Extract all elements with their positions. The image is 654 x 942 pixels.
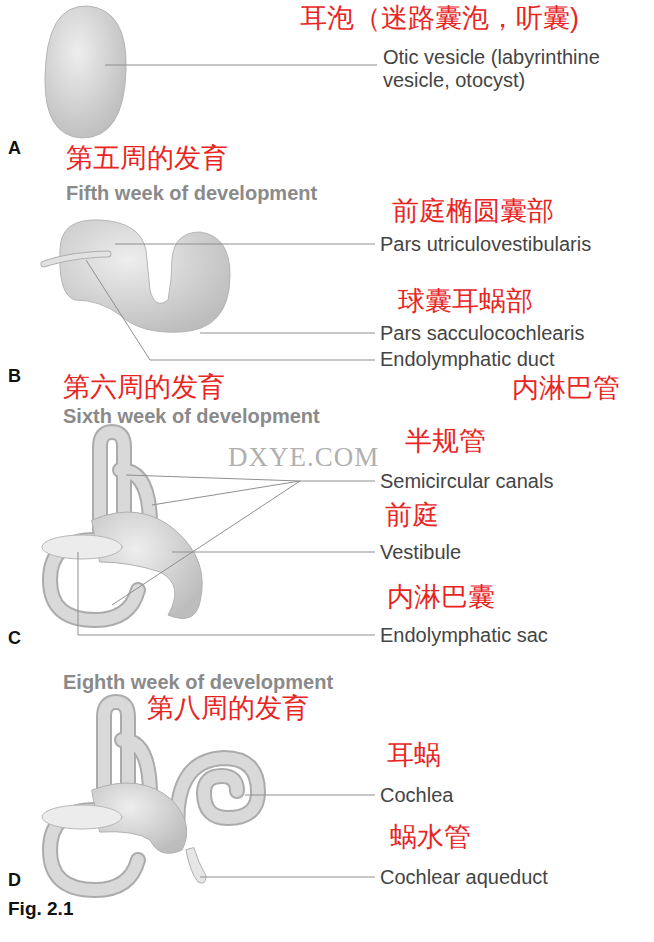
- eighth-week-labyrinth: [42, 702, 258, 890]
- part-label: Pars utriculovestibularis: [380, 233, 591, 256]
- watermark: DXYE.COM: [228, 442, 379, 473]
- part-label: Semicircular canals: [380, 470, 553, 493]
- figure-caption: Fig. 2.1: [8, 898, 73, 920]
- panel-letter: C: [8, 628, 21, 649]
- chinese-heading: 第八周的发育: [147, 693, 309, 724]
- part-label: Cochlea: [380, 784, 453, 807]
- chinese-label: 半规管: [405, 426, 486, 457]
- part-label: Cochlear aqueduct: [380, 866, 548, 889]
- sixth-week-labyrinth: [42, 432, 202, 620]
- part-label: Endolymphatic sac: [380, 624, 548, 647]
- part-label: Endolymphatic duct: [380, 348, 555, 371]
- chinese-label: 球囊耳蜗部: [398, 286, 533, 317]
- panel-letter: B: [8, 366, 21, 387]
- chinese-heading: 第六周的发育: [63, 372, 225, 403]
- stage-heading: Sixth week of development: [63, 405, 320, 428]
- panel-letter: D: [8, 870, 21, 891]
- chinese-label: 耳泡（迷路囊泡，听囊): [300, 3, 579, 34]
- fifth-week-vesicle: [44, 220, 230, 332]
- panel-letter: A: [8, 138, 21, 159]
- part-label: Vestibule: [380, 541, 461, 564]
- stage-heading: Eighth week of development: [63, 671, 333, 694]
- chinese-label: 前庭: [385, 500, 439, 531]
- chinese-label: 内淋巴管: [512, 373, 620, 404]
- chinese-label: 前庭椭圆囊部: [392, 196, 554, 227]
- part-label: Pars sacculocochlearis: [380, 322, 585, 345]
- chinese-heading: 第五周的发育: [66, 143, 228, 174]
- chinese-label: 内淋巴囊: [387, 582, 495, 613]
- otic-vesicle: [45, 6, 126, 138]
- chinese-label: 蜗水管: [390, 822, 471, 853]
- part-label: Otic vesicle (labyrinthine vesicle, otoc…: [383, 46, 648, 92]
- stage-heading: Fifth week of development: [66, 182, 317, 205]
- chinese-label: 耳蜗: [387, 740, 441, 771]
